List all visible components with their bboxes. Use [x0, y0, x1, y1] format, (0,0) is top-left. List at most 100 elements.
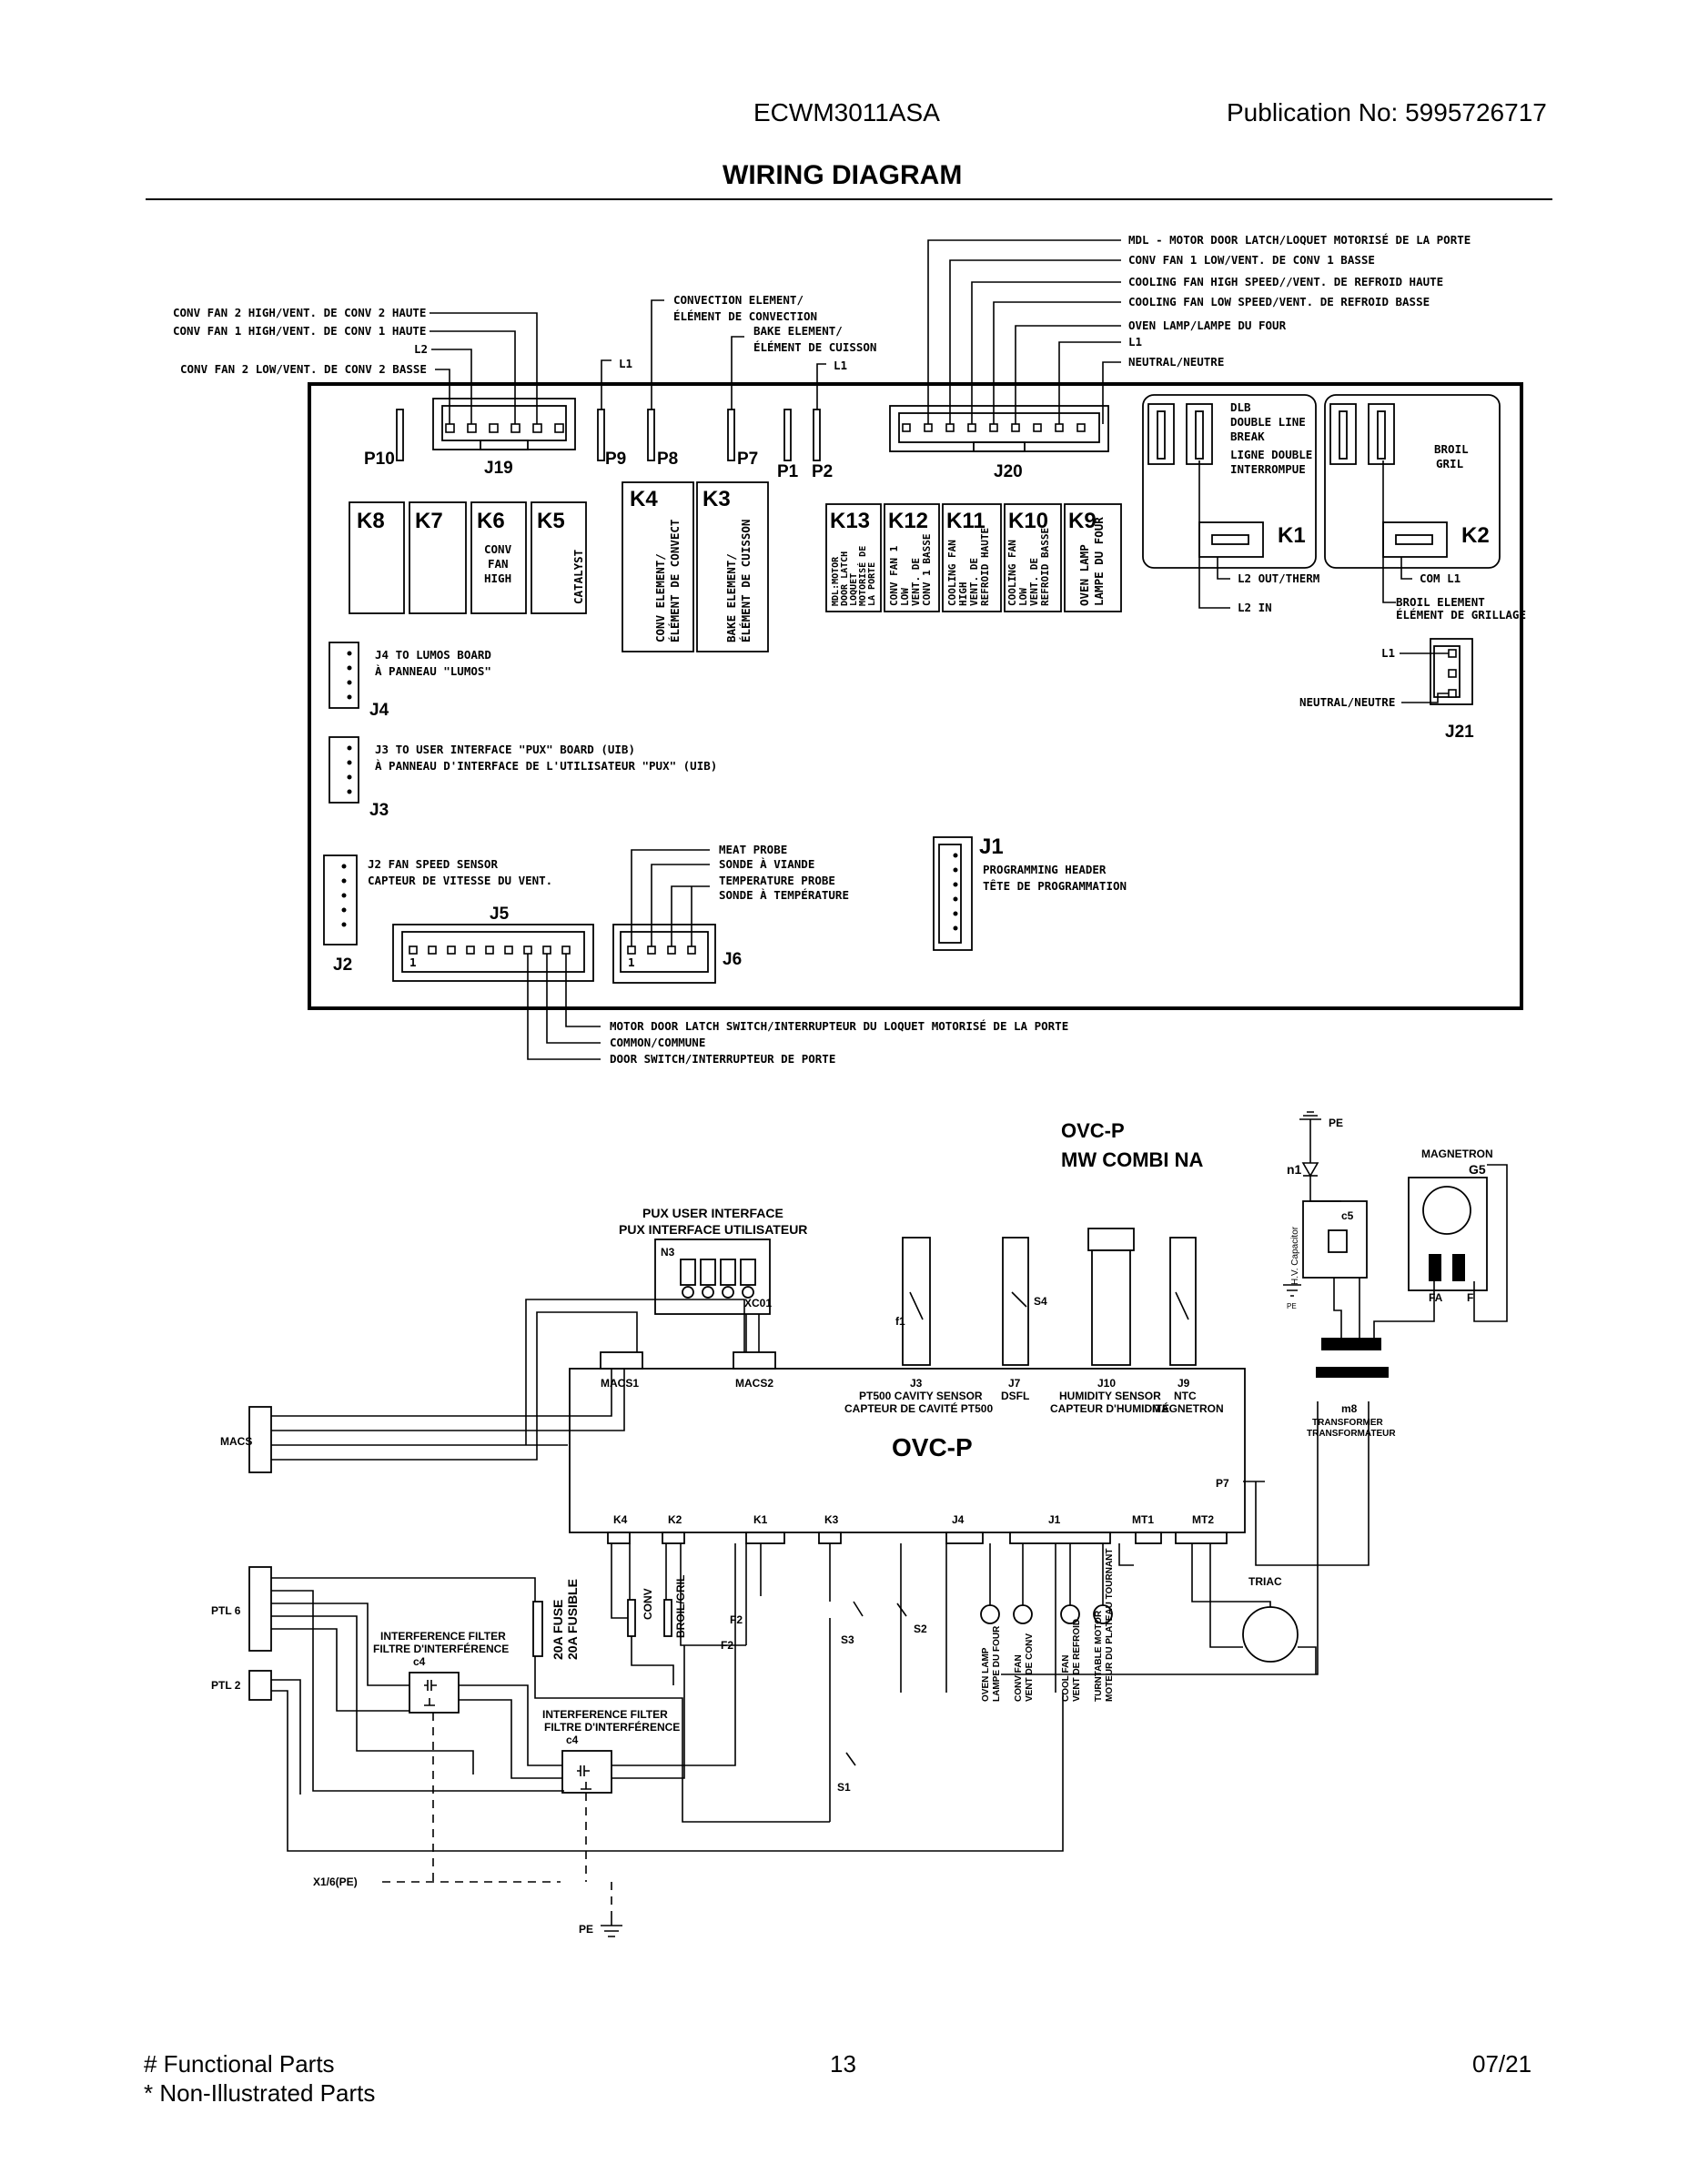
callout-neutral: NEUTRAL/NEUTRE [1128, 355, 1224, 369]
convection-element-1: CONVECTION ELEMENT/ [673, 293, 804, 307]
footer-date: 07/21 [1472, 2050, 1532, 2078]
k3-text-1: BAKE ELEMENT/ [724, 553, 738, 642]
k13-t4: MOTORISÉ DE [856, 546, 868, 606]
j4-text-1: J4 TO LUMOS BOARD [375, 648, 491, 662]
filter1-2: FILTRE D'INTERFÉRENCE [373, 1642, 509, 1655]
pe-top: PE [1329, 1117, 1343, 1129]
k13-t3: LOQUET [849, 573, 859, 606]
triac-label: TRIAC [1248, 1575, 1282, 1588]
p9-l1: L1 [619, 357, 632, 370]
ovcp-title-2: MW COMBI NA [1061, 1148, 1204, 1171]
j7-1: J7 [1008, 1377, 1021, 1390]
k8-label: K8 [357, 509, 385, 533]
turntable-2: MOTEUR DU PLATEAU TOURNANT [1105, 1548, 1115, 1702]
bc-mt1: MT1 [1132, 1513, 1154, 1526]
dlb-3: BREAK [1230, 430, 1265, 443]
j2-text-2: CAPTEUR DE VITESSE DU VENT. [368, 874, 552, 887]
callout-cooling-high: COOLING FAN HIGH SPEED//VENT. DE REFROID… [1128, 275, 1443, 288]
triac [1242, 1606, 1299, 1663]
j3-ovcp-2: PT500 CAVITY SENSOR [859, 1390, 983, 1402]
j5-bottom-2: COMMON/COMMUNE [610, 1036, 705, 1049]
j21-l1: L1 [1381, 646, 1395, 660]
pux-board [654, 1239, 771, 1315]
k10-t1: COOLING FAN [1006, 540, 1018, 606]
ovcp-title-1: OVC-P [1061, 1119, 1125, 1142]
broil-element [663, 1599, 672, 1637]
macs-connector [248, 1406, 272, 1473]
ovcp-board [569, 1368, 1246, 1533]
f-label: F [1467, 1291, 1473, 1304]
relay-row-right: K13 MDL:MOTOR DOOR LATCH LOQUET MOTORISÉ… [825, 503, 1122, 612]
j5-connector: 1 J5 MOTOR DOOR LATCH SWITCH/INTERRUPTEU… [392, 905, 1068, 1066]
p7-label: P7 [737, 450, 758, 469]
ptl2-connector [248, 1670, 272, 1701]
page-number: 13 [830, 2050, 856, 2078]
j5-label: J5 [490, 905, 510, 924]
k2-label: K2 [1461, 523, 1490, 548]
macs2-label: MACS2 [735, 1377, 773, 1390]
broil-1: BROIL [1434, 442, 1469, 456]
filter2-1: INTERFERENCE FILTER [542, 1708, 668, 1721]
k6-text-2: FAN [488, 557, 509, 571]
k1-out: L2 OUT/THERM [1238, 571, 1319, 585]
j9-1: J9 [1178, 1377, 1190, 1390]
k6-text-1: CONV [484, 542, 512, 556]
k12-t1: CONV FAN 1 [888, 545, 900, 606]
callout-conv-fan2-high: CONV FAN 2 HIGH/VENT. DE CONV 2 HAUTE [173, 306, 426, 319]
bc-k3: K3 [824, 1513, 839, 1526]
ovcp-bottom-connectors: K4 K2 K1 K3 J4 J1 MT1 MT2 [607, 1513, 1228, 1544]
j6-pin1: 1 [628, 956, 635, 969]
k11-t3: VENT. DE [968, 558, 980, 606]
f1-label: f1 [895, 1315, 905, 1328]
broil-2: GRIL [1436, 457, 1464, 470]
k5-label: K5 [537, 509, 565, 533]
j4-connector: J4 TO LUMOS BOARD À PANNEAU "LUMOS" J4 [329, 642, 491, 720]
k2-elem-1: BROIL ELEMENT [1396, 595, 1485, 609]
k7-label: K7 [415, 509, 443, 533]
k9-label: K9 [1068, 509, 1097, 533]
k3-label: K3 [702, 487, 731, 511]
j6-label: J6 [723, 950, 742, 969]
bc-k2: K2 [668, 1513, 682, 1526]
j1-connector: J1 PROGRAMMING HEADER TÊTE DE PROGRAMMAT… [933, 834, 1127, 951]
magnetron-box [1408, 1177, 1488, 1291]
j20-connector: J20 [889, 405, 1109, 481]
temp-probe-2: SONDE À TEMPÉRATURE [719, 888, 849, 902]
dlb-1: DLB [1230, 400, 1251, 414]
k11-t1: COOLING FAN [946, 540, 958, 606]
right-callouts: MDL - MOTOR DOOR LATCH/LOQUET MOTORISÉ D… [927, 233, 1471, 424]
footer-non-illustrated: * Non-Illustrated Parts [144, 2079, 376, 2107]
fuse-2: 20A FUSIBLE [565, 1579, 580, 1660]
j3-text-2: À PANNEAU D'INTERFACE DE L'UTILISATEUR "… [375, 759, 717, 773]
k4-text-2: ÉLÉMENT DE CONVECT [668, 520, 682, 642]
k4-label: K4 [630, 487, 658, 511]
bake-element-2: ÉLÉMENT DE CUISSON [753, 340, 876, 354]
callout-cooling-low: COOLING FAN LOW SPEED/VENT. DE REFROID B… [1128, 295, 1430, 308]
filter2-3: c4 [566, 1734, 579, 1746]
j3-label: J3 [369, 801, 389, 820]
dlb-2: DOUBLE LINE [1230, 415, 1306, 429]
conv-element [627, 1599, 636, 1637]
left-callouts: CONV FAN 2 HIGH/VENT. DE CONV 2 HAUTE CO… [173, 306, 538, 428]
p9-label: P9 [605, 450, 626, 469]
s4-label: S4 [1034, 1295, 1047, 1308]
callout-conv-fan1-low: CONV FAN 1 LOW/VENT. DE CONV 1 BASSE [1128, 253, 1375, 267]
transformer-core [1316, 1367, 1389, 1378]
n1-label: n1 [1287, 1162, 1302, 1177]
k1-in: L2 IN [1238, 601, 1272, 614]
j10-3: CAPTEUR D'HUMIDITÉ [1050, 1401, 1169, 1415]
k12-t4: CONV 1 BASSE [921, 534, 933, 606]
filter2-2: FILTRE D'INTERFÉRENCE [544, 1720, 680, 1734]
p10-pin [396, 409, 404, 461]
header-rule [146, 198, 1552, 200]
bake-element-1: BAKE ELEMENT/ [753, 324, 843, 338]
k6-text-3: HIGH [484, 571, 511, 585]
k2-elem-2: ÉLÉMENT DE GRILLAGE [1396, 608, 1526, 622]
k1-dlb-block: DLB DOUBLE LINE BREAK LIGNE DOUBLE INTER… [1142, 394, 1319, 614]
cool-fan-1: COOL FAN [1061, 1655, 1071, 1702]
j7-2: DSFL [1001, 1390, 1029, 1402]
pe-bottom: PE [579, 1923, 593, 1936]
p7-ovcp: P7 [1216, 1477, 1229, 1490]
j1-text-2: TÊTE DE PROGRAMMATION [983, 879, 1127, 893]
